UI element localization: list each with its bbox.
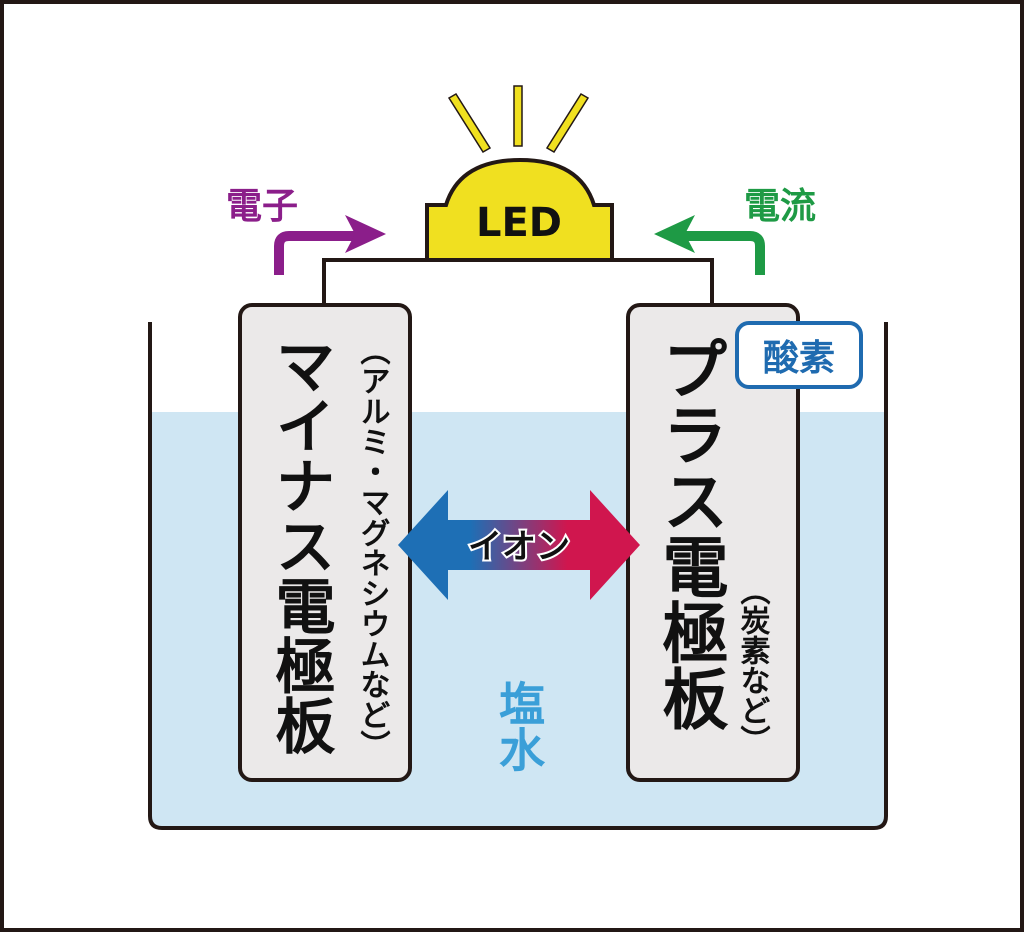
oxygen-badge xyxy=(735,321,863,389)
ion-double-arrow-icon xyxy=(398,490,640,600)
oxygen-label: 酸素 xyxy=(763,338,835,379)
led: LED xyxy=(425,85,614,262)
light-rays-icon xyxy=(447,85,590,154)
negative-electrode-title: マイナス電極板 xyxy=(265,335,335,755)
current-arrow-icon xyxy=(654,215,765,275)
positive-electrode-note: （炭素など） xyxy=(735,575,771,755)
container xyxy=(148,322,888,830)
electron-label: 電子 xyxy=(226,186,298,227)
positive-electrode-title: プラス電極板 xyxy=(652,335,729,731)
negative-electrode-note: （アルミ・マグネシウムなど） xyxy=(355,335,391,760)
current-label: 電流 xyxy=(744,186,816,227)
salt-water-label: 塩水 xyxy=(492,680,546,772)
led-label: LED xyxy=(476,200,562,246)
electron-arrow-icon xyxy=(274,215,386,275)
ion-label: イオン xyxy=(468,527,570,567)
